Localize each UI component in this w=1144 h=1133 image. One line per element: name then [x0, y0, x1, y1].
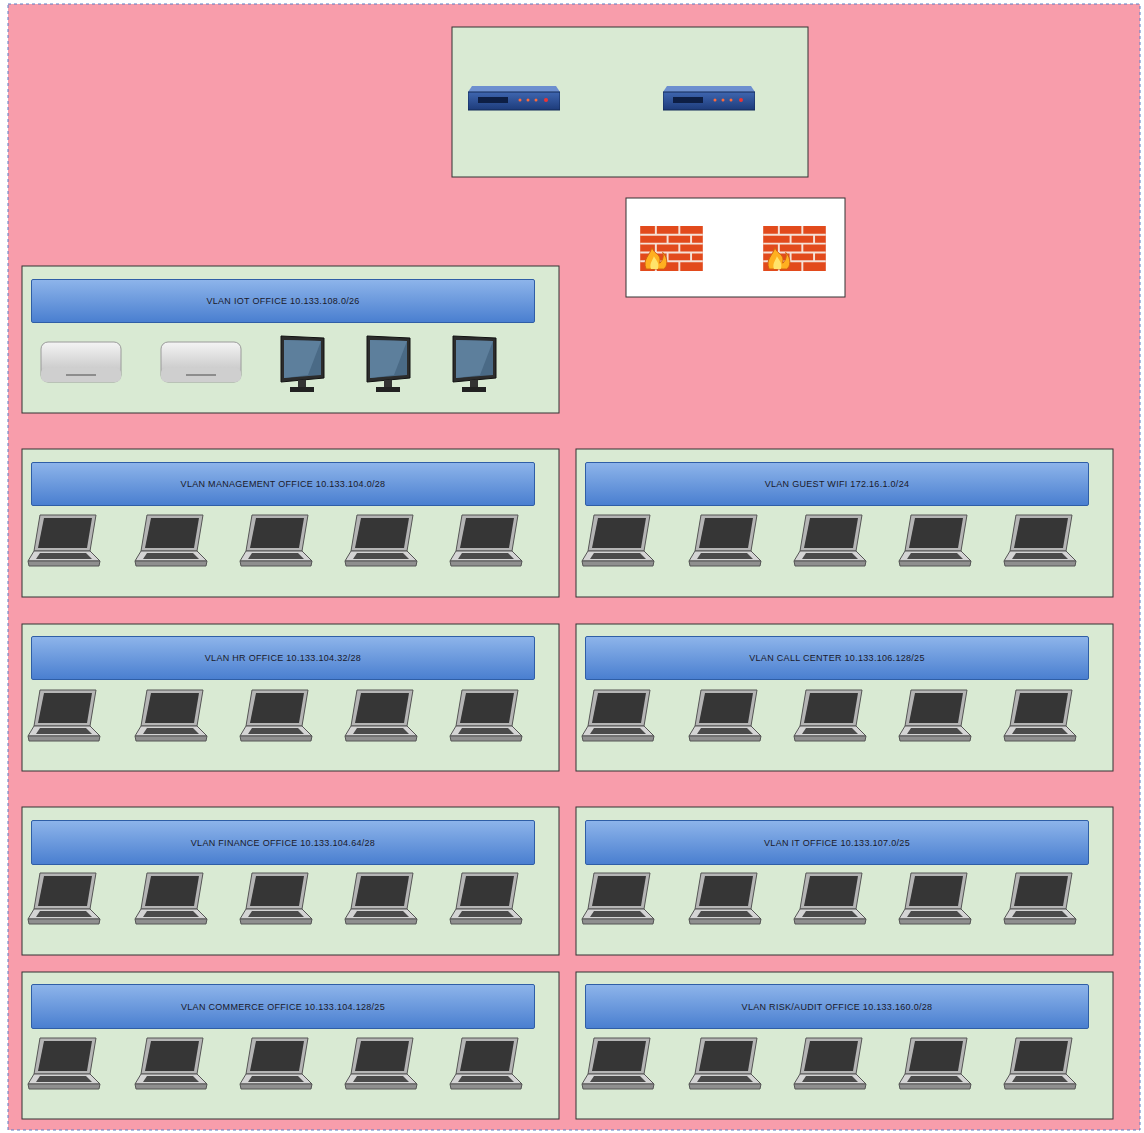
vlan-panel [22, 972, 559, 1119]
laptop-icon [345, 1038, 417, 1089]
laptop-icon [1004, 873, 1076, 924]
vlan-panel [22, 266, 559, 413]
laptop-icon [240, 873, 312, 924]
laptop-icon [689, 873, 761, 924]
laptop-icon [28, 515, 100, 566]
site-background [8, 4, 1140, 1130]
router-panel [452, 27, 808, 177]
laptop-icon [582, 515, 654, 566]
vlan-panel [22, 807, 559, 955]
vlan-header-bar: VLAN COMMERCE OFFICE 10.133.104.128/25 [31, 984, 535, 1029]
mac-mini-icon [41, 342, 121, 382]
laptop-icon [899, 515, 971, 566]
laptop-icon [135, 873, 207, 924]
vlan-label: VLAN GUEST WIFI 172.16.1.0/24 [765, 479, 910, 489]
laptop-icon [582, 690, 654, 741]
vlan-header-bar: VLAN IOT OFFICE 10.133.108.0/26 [31, 279, 535, 323]
vlan-label: VLAN COMMERCE OFFICE 10.133.104.128/25 [181, 1002, 385, 1012]
laptop-icon [1004, 1038, 1076, 1089]
laptop-icon [345, 690, 417, 741]
vlan-label: VLAN MANAGEMENT OFFICE 10.133.104.0/28 [181, 479, 386, 489]
laptop-icon [135, 515, 207, 566]
panel-ground [22, 807, 559, 955]
laptop-icon [240, 1038, 312, 1089]
laptop-icon [450, 873, 522, 924]
panel-ground [576, 449, 1113, 597]
panel-ground [576, 624, 1113, 771]
vlan-panel [22, 624, 559, 771]
laptop-icon [794, 1038, 866, 1089]
laptop-icon [689, 515, 761, 566]
vlan-panel [576, 624, 1113, 771]
laptop-icon [450, 515, 522, 566]
laptop-icon [689, 1038, 761, 1089]
monitor-icon [453, 336, 496, 392]
router-icon [663, 86, 755, 110]
firewall-panel [626, 198, 845, 297]
laptop-icon [1004, 515, 1076, 566]
firewall-icon [763, 226, 826, 271]
panel-ground [22, 624, 559, 771]
mac-mini-icon [161, 342, 241, 382]
laptop-icon [689, 690, 761, 741]
vlan-label: VLAN CALL CENTER 10.133.106.128/25 [749, 653, 924, 663]
laptop-icon [794, 873, 866, 924]
panel-ground [22, 266, 559, 413]
vlan-label: VLAN FINANCE OFFICE 10.133.104.64/28 [191, 838, 375, 848]
panel-ground [576, 972, 1113, 1119]
panel-ground [22, 449, 559, 597]
vlan-label: VLAN HR OFFICE 10.133.104.32/28 [205, 653, 361, 663]
monitor-icon [367, 336, 410, 392]
laptop-icon [450, 1038, 522, 1089]
vlan-header-bar: VLAN IT OFFICE 10.133.107.0/25 [585, 820, 1089, 865]
vlan-header-bar: VLAN CALL CENTER 10.133.106.128/25 [585, 636, 1089, 680]
vlan-panel [576, 807, 1113, 955]
vlan-label: VLAN RISK/AUDIT OFFICE 10.133.160.0/28 [742, 1002, 933, 1012]
laptop-icon [899, 690, 971, 741]
vlan-panel [576, 449, 1113, 597]
laptop-icon [899, 1038, 971, 1089]
laptop-icon [345, 873, 417, 924]
laptop-icon [135, 690, 207, 741]
monitor-icon [281, 336, 324, 392]
laptop-icon [1004, 690, 1076, 741]
panel-ground [576, 807, 1113, 955]
panel-ground [22, 972, 559, 1119]
vlan-header-bar: VLAN MANAGEMENT OFFICE 10.133.104.0/28 [31, 462, 535, 506]
vlan-header-bar: VLAN RISK/AUDIT OFFICE 10.133.160.0/28 [585, 984, 1089, 1029]
laptop-icon [450, 690, 522, 741]
laptop-icon [28, 1038, 100, 1089]
vlan-header-bar: VLAN HR OFFICE 10.133.104.32/28 [31, 636, 535, 680]
laptop-icon [135, 1038, 207, 1089]
laptop-icon [240, 515, 312, 566]
laptop-icon [899, 873, 971, 924]
laptop-icon [345, 515, 417, 566]
laptop-panels [22, 449, 1113, 1119]
firewall-icon [640, 226, 703, 271]
router-icon [468, 86, 560, 110]
vlan-label: VLAN IT OFFICE 10.133.107.0/25 [764, 838, 910, 848]
laptop-icon [28, 690, 100, 741]
laptop-icon [28, 873, 100, 924]
vlan-panel [22, 449, 559, 597]
vlan-header-bar: VLAN FINANCE OFFICE 10.133.104.64/28 [31, 820, 535, 865]
vlan-panel [576, 972, 1113, 1119]
laptop-icon [794, 690, 866, 741]
laptop-icon [794, 515, 866, 566]
laptop-icon [240, 690, 312, 741]
vlan-header-bar: VLAN GUEST WIFI 172.16.1.0/24 [585, 462, 1089, 506]
laptop-icon [582, 873, 654, 924]
vlan-label: VLAN IOT OFFICE 10.133.108.0/26 [206, 296, 359, 306]
laptop-icon [582, 1038, 654, 1089]
